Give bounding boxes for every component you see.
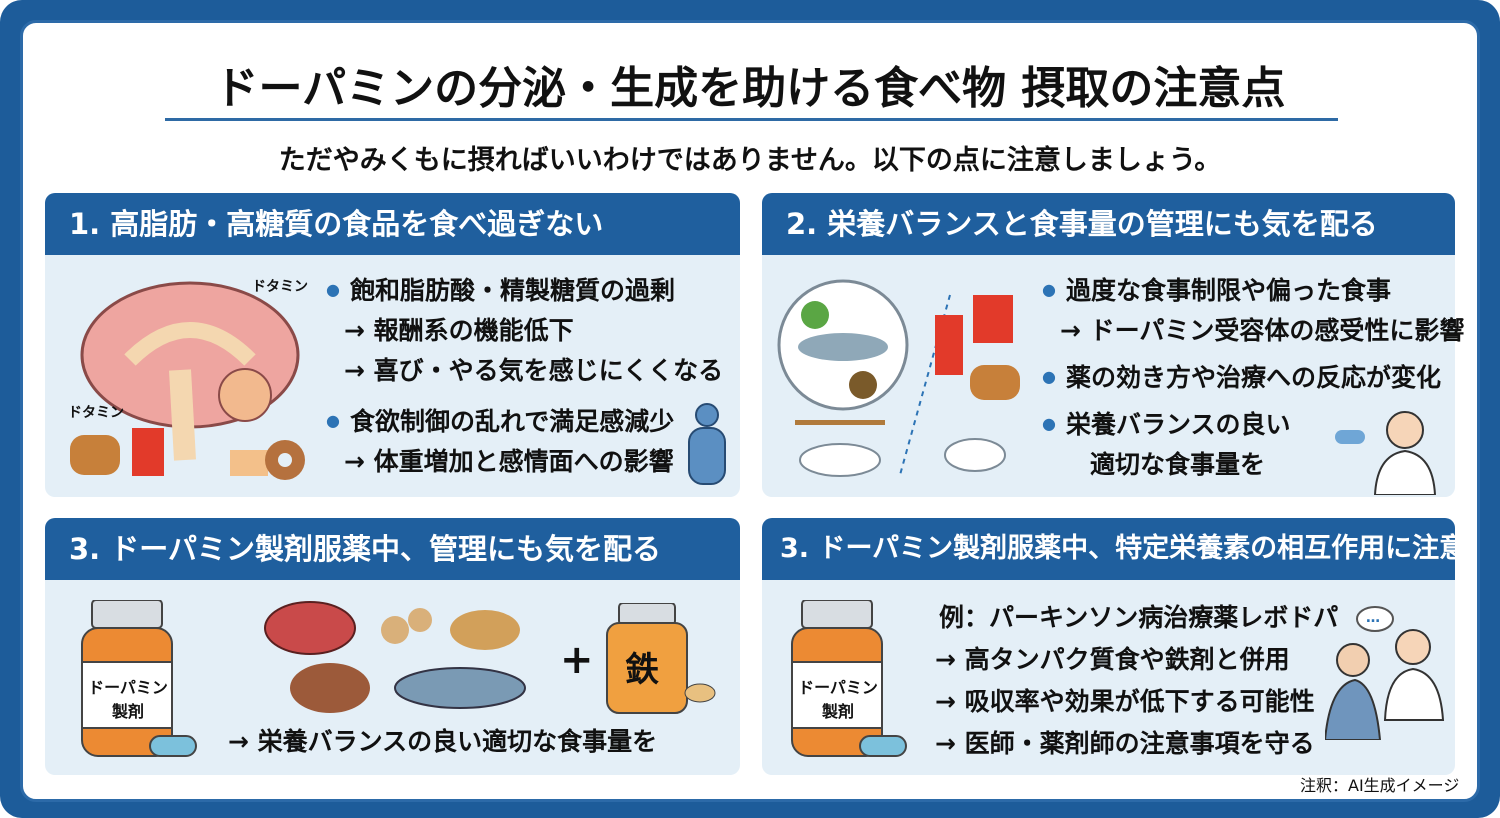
protein-foods-illustration — [264, 601, 526, 713]
bottle-label-line: 製剤 — [821, 702, 854, 721]
sub-line: → ドーパミン受容体の感受性に影響 — [1060, 316, 1465, 345]
bottle-label: ドーパミン 製剤 — [792, 676, 884, 724]
dopamine-label-top: ドタミン — [252, 279, 308, 295]
doctor-consultation-illustration — [1325, 606, 1445, 740]
iron-label: 鉄 — [625, 650, 659, 690]
medicine-bottle-icon — [81, 600, 197, 757]
iron-supplement-icon — [606, 603, 716, 714]
panel4-text: 例：パーキンソン病治療薬レボドパ → 高タンパク質食や鉄剤と併用 → 吸収率や効… — [935, 597, 1338, 765]
panel-heading: 1. 高脂肪・高糖質の食品を食べ過ぎない — [45, 193, 740, 255]
sub-line: → 報酬系の機能低下 — [344, 316, 574, 345]
bottle-label: ドーパミン 製剤 — [82, 676, 174, 724]
plus-sign: + — [560, 637, 594, 683]
speech-bubble-text: … — [1366, 610, 1380, 626]
sub-line: → 高タンパク質食や鉄剤と併用 — [935, 645, 1290, 674]
panel-heading: 2. 栄養バランスと食事量の管理にも気を配る — [762, 193, 1455, 255]
bottle-label-line: 製剤 — [111, 702, 144, 721]
panel-high-fat-sugar: 1. 高脂肪・高糖質の食品を食べ過ぎない — [45, 193, 740, 497]
panel1-text: 飽和脂肪酸・精製糖質の過剰 → 報酬系の機能低下 → 喜び・やる気を感じにくくな… — [326, 270, 723, 482]
brain-illustration — [70, 281, 305, 480]
doctor-illustration — [1335, 411, 1437, 495]
panel-heading: 3. ドーパミン製剤服薬中、特定栄養素の相互作用に注意 — [762, 518, 1455, 580]
panel3-text: → 栄養バランスの良い適切な食事量を — [228, 727, 658, 756]
bullet-line: 飽和脂肪酸・精製糖質の過剰 — [326, 270, 723, 311]
ai-image-note: 注釈：AI生成イメージ — [1300, 776, 1460, 795]
bullet-line: 過度な食事制限や偏った食事 — [1042, 270, 1464, 311]
example-line: 例：パーキンソン病治療薬レボドパ — [939, 603, 1339, 632]
panel2-text: 過度な食事制限や偏った食事 → ドーパミン受容体の感受性に影響 薬の効き方や治療… — [1042, 270, 1464, 485]
bullet-line: 薬の効き方や治療への反応が変化 — [1042, 357, 1464, 398]
bullet-line: 食欲制御の乱れで満足感減少 — [326, 401, 723, 442]
food-illustration — [777, 279, 1020, 477]
sub-line: → 喜び・やる気を感じにくくなる — [344, 356, 724, 385]
title-underline — [165, 118, 1338, 121]
person-icon — [688, 403, 726, 485]
sub-line: → 吸収率や効果が低下する可能性 — [935, 687, 1315, 716]
sub-line: → 体重増加と感情面への影響 — [344, 447, 674, 476]
dopamine-label-bottom: ドタミン — [68, 405, 124, 421]
bottle-label-line: ドーパミン — [798, 678, 878, 697]
panel-heading: 3. ドーパミン製剤服薬中、管理にも気を配る — [45, 518, 740, 580]
bottle-label-line: ドーパミン — [88, 678, 168, 697]
medicine-bottle-icon — [791, 600, 907, 757]
sub-line: → 医師・薬剤師の注意事項を守る — [935, 729, 1315, 758]
subtitle: ただやみくもに摂ればいいわけではありません。以下の点に注意しましょう。 — [278, 145, 1222, 176]
bullet-line: 栄養バランスの良い — [1042, 404, 1464, 445]
sub-line: 適切な食事量を — [1090, 450, 1266, 479]
page-title: ドーパミンの分泌・生成を助ける食べ物 摂取の注意点 — [214, 63, 1286, 114]
